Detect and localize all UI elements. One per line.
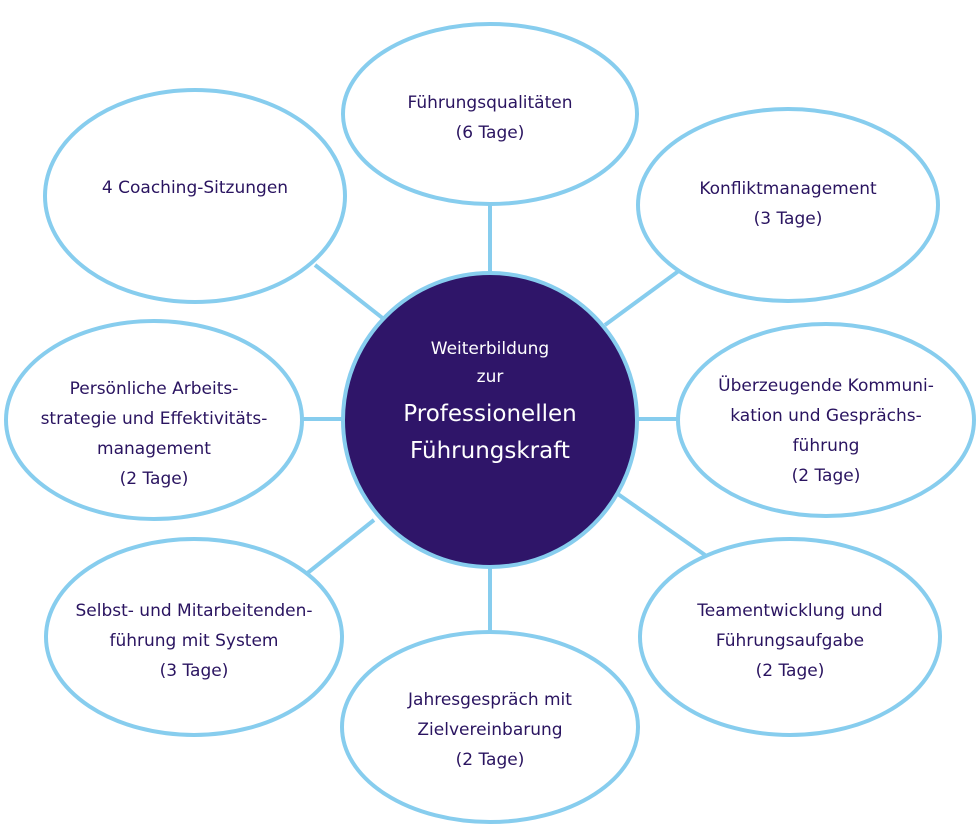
node-label-line: (2 Tage)	[792, 466, 861, 486]
center-title-line: Professionellen	[403, 401, 576, 427]
node-fuehrungsqualitaeten: Führungsqualitäten (6 Tage)	[341, 22, 639, 206]
node-label-line: (2 Tage)	[120, 469, 189, 489]
node-label-line: (3 Tage)	[160, 661, 229, 681]
center-title-line: Führungskraft	[410, 438, 570, 464]
node-kommunikation: Überzeugende Kommuni- kation und Gespräc…	[676, 322, 976, 518]
node-konfliktmanagement: Konfliktmanagement (3 Tage)	[636, 107, 940, 303]
node-jahresgespraech: Jahresgespräch mit Zielvereinbarung (2 T…	[340, 630, 640, 824]
node-ellipse	[4, 319, 304, 521]
node-ellipse	[43, 88, 347, 304]
connector-konfliktmanagement	[603, 268, 682, 327]
connector-teamentwicklung	[613, 490, 707, 557]
node-label-line: Persönliche Arbeits-	[70, 379, 239, 399]
node-ellipse	[676, 322, 976, 518]
node-label-line: Selbst- und Mitarbeitenden-	[75, 601, 312, 621]
node-label-line: (2 Tage)	[456, 750, 525, 770]
node-ellipse	[340, 630, 640, 824]
node-ellipse	[638, 537, 942, 737]
node-label-line: Teamentwicklung und	[696, 601, 882, 621]
connector-selbstfuehrung	[303, 518, 376, 577]
node-coaching: 4 Coaching-Sitzungen	[43, 88, 347, 304]
node-label-line: (2 Tage)	[756, 661, 825, 681]
node-label-line: führung	[793, 436, 860, 456]
node-label-line: Führungsaufgabe	[716, 631, 864, 651]
node-label-line: führung mit System	[109, 631, 278, 651]
node-selbstfuehrung: Selbst- und Mitarbeitenden- führung mit …	[44, 537, 344, 737]
node-label-line: Jahresgespräch mit	[407, 690, 572, 710]
node-arbeitsstrategie: Persönliche Arbeits- strategie und Effek…	[4, 319, 304, 521]
center-label-line: Weiterbildung	[431, 339, 549, 359]
node-ellipse	[341, 22, 639, 206]
node-label-line: management	[97, 439, 211, 459]
node-label-line: (3 Tage)	[754, 209, 823, 229]
connector-coaching	[313, 263, 387, 322]
node-label-line: strategie und Effektivitäts-	[41, 409, 268, 429]
node-ellipse	[44, 537, 344, 737]
center-circle	[341, 271, 639, 569]
node-label-line: Zielvereinbarung	[417, 720, 562, 740]
node-label-line: Überzeugende Kommuni-	[718, 374, 934, 396]
connectors	[300, 205, 707, 640]
node-label-line: Konfliktmanagement	[699, 179, 877, 199]
node-label-line: (6 Tage)	[456, 123, 525, 143]
center-label-line: zur	[477, 367, 504, 387]
center-node: Weiterbildung zur Professionellen Führun…	[341, 271, 639, 569]
node-teamentwicklung: Teamentwicklung und Führungsaufgabe (2 T…	[638, 537, 942, 737]
node-ellipse	[636, 107, 940, 303]
node-label-line: Führungsqualitäten	[408, 93, 573, 113]
node-label-line: kation und Gesprächs-	[730, 406, 921, 426]
node-label-line: 4 Coaching-Sitzungen	[102, 178, 288, 198]
